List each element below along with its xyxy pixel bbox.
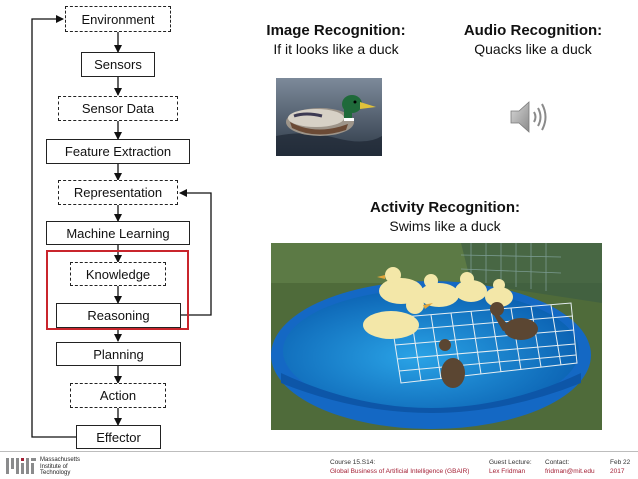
activity-recognition-subtitle: Swims like a duck bbox=[389, 218, 501, 234]
feature-extraction-box: Feature Extraction bbox=[46, 139, 190, 164]
environment-label: Environment bbox=[81, 11, 155, 27]
sensor-data-box: Sensor Data bbox=[58, 96, 178, 121]
sensor-data-label: Sensor Data bbox=[81, 101, 155, 116]
reasoning-box: Reasoning bbox=[56, 303, 181, 328]
footer-contact-value[interactable]: fridman@mit.edu bbox=[545, 468, 595, 475]
footer-guest: Guest Lecture: Lex Fridman bbox=[489, 458, 541, 476]
image-recognition-heading: Image Recognition: If it looks like a du… bbox=[250, 22, 422, 58]
footer-guest-value: Lex Fridman bbox=[489, 468, 526, 475]
mit-logo-text: Massachusetts Institute of Technology bbox=[40, 457, 80, 477]
audio-recognition-heading: Audio Recognition: Quacks like a duck bbox=[448, 22, 618, 58]
activity-recognition-heading: Activity Recognition: Swims like a duck bbox=[350, 199, 540, 235]
duck-photo bbox=[276, 78, 382, 156]
planning-box: Planning bbox=[56, 342, 181, 366]
footer-date-label: Feb 22 bbox=[610, 459, 631, 466]
footer-contact: Contact: fridman@mit.edu bbox=[545, 458, 605, 476]
machine-learning-label: Machine Learning bbox=[66, 225, 170, 241]
feature-extraction-label: Feature Extraction bbox=[64, 144, 172, 159]
footer-date: Feb 22 2017 bbox=[610, 458, 636, 476]
reasoning-label: Reasoning bbox=[87, 308, 150, 323]
footer-date-value: 2017 bbox=[610, 468, 625, 475]
footer-contact-label: Contact: bbox=[545, 459, 570, 466]
image-recognition-title: Image Recognition: bbox=[266, 22, 406, 39]
action-label: Action bbox=[99, 388, 137, 403]
audio-recognition-title: Audio Recognition: bbox=[463, 22, 603, 39]
footer-course-label: Course 15.S14: bbox=[330, 459, 376, 466]
mit-logo-line-2: Institute of bbox=[40, 463, 68, 470]
mit-logo-line-1: Massachusetts bbox=[40, 457, 81, 463]
sensors-label: Sensors bbox=[94, 57, 142, 72]
activity-recognition-title: Activity Recognition: bbox=[369, 199, 520, 216]
footer-divider bbox=[0, 451, 638, 452]
sensors-box: Sensors bbox=[81, 52, 155, 77]
action-box: Action bbox=[70, 383, 166, 408]
representation-box: Representation bbox=[58, 180, 178, 205]
environment-box: Environment bbox=[65, 6, 171, 32]
planning-label: Planning bbox=[93, 346, 144, 362]
mit-logo-icon bbox=[6, 458, 36, 474]
image-recognition-subtitle: If it looks like a duck bbox=[273, 41, 399, 57]
effector-label: Effector bbox=[96, 429, 141, 445]
effector-box: Effector bbox=[76, 425, 161, 449]
ducklings-pool-photo bbox=[271, 243, 602, 430]
audio-recognition-subtitle: Quacks like a duck bbox=[474, 41, 592, 57]
representation-label: Representation bbox=[73, 185, 163, 200]
mit-logo-line-3: Technology bbox=[40, 470, 71, 476]
footer-course-value: Global Business of Artificial Intelligen… bbox=[330, 468, 470, 475]
machine-learning-box: Machine Learning bbox=[46, 221, 190, 245]
footer-guest-label: Guest Lecture: bbox=[489, 459, 532, 466]
knowledge-reasoning-highlight bbox=[46, 250, 189, 330]
speaker-icon bbox=[508, 98, 552, 136]
knowledge-label: Knowledge bbox=[85, 266, 151, 282]
footer-course: Course 15.S14: Global Business of Artifi… bbox=[330, 458, 485, 476]
knowledge-box: Knowledge bbox=[70, 262, 166, 286]
